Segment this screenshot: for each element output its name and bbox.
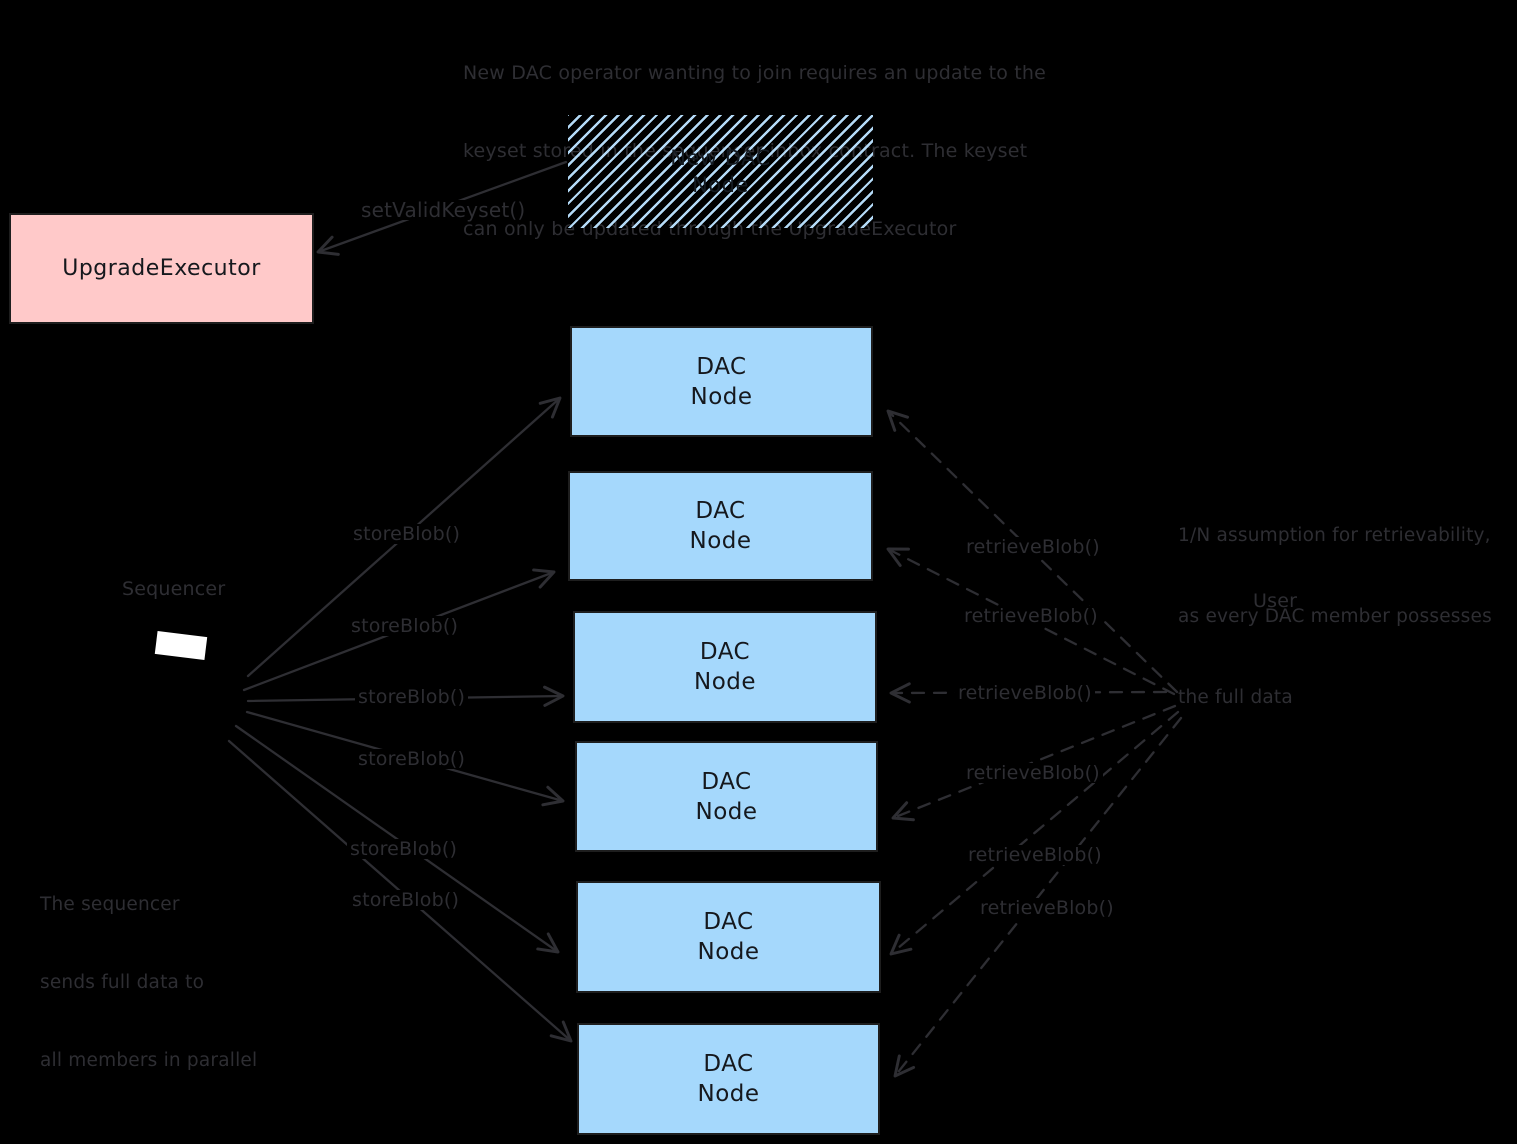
sequencer-label: Sequencer xyxy=(122,578,226,600)
dac-node-box-2: DAC Node xyxy=(568,471,873,581)
retrieve-blob-label-5: retrieveBlob() xyxy=(965,845,1105,865)
dac-node-box-4: DAC Node xyxy=(575,741,878,852)
dac-node-label-line1: DAC xyxy=(699,639,751,665)
dac-node-label-line2: Node xyxy=(697,1081,760,1107)
retrieve-blob-arrow-6 xyxy=(893,716,1183,1078)
store-blob-label-3: storeBlob() xyxy=(355,687,469,707)
retrieve-blob-label-4: retrieveBlob() xyxy=(963,763,1103,783)
dac-node-box-6: DAC Node xyxy=(577,1023,880,1135)
store-blob-label-5: storeBlob() xyxy=(347,839,461,859)
retrieve-blob-arrow-5 xyxy=(889,710,1180,956)
store-blob-label-1: storeBlob() xyxy=(350,524,464,544)
note-line: The sequencer xyxy=(40,894,180,915)
retrieve-blob-arrow-4 xyxy=(891,704,1177,822)
dac-node-label-line2: Node xyxy=(697,939,760,965)
note-line: sends full data to xyxy=(40,972,205,993)
new-dac-node-box: New DAC Node xyxy=(568,115,873,228)
dac-node-box-3: DAC Node xyxy=(573,611,877,723)
dac-node-label-line1: DAC xyxy=(701,768,752,795)
parallel-send-note: The sequencer sends full data to all mem… xyxy=(40,840,257,1126)
store-blob-label-2: storeBlob() xyxy=(348,616,462,636)
retrieve-blob-label-6: retrieveBlob() xyxy=(977,898,1117,918)
note-line: 1/N assumption for retrievability, xyxy=(1178,525,1491,546)
one-of-n-note: 1/N assumption for retrievability, as ev… xyxy=(1178,468,1492,765)
note-line: all members in parallel xyxy=(40,1050,258,1071)
note-line: as every DAC member possesses xyxy=(1178,606,1492,627)
dac-node-box-1: DAC Node xyxy=(570,326,873,437)
retrieve-blob-label-1: retrieveBlob() xyxy=(963,537,1103,557)
note-line: the full data xyxy=(1178,687,1293,708)
new-dac-node-label-line1: New DAC xyxy=(670,145,771,170)
dac-node-label-line2: Node xyxy=(693,669,757,695)
dac-node-label-line1: DAC xyxy=(703,909,754,935)
retrieve-blob-label-3: retrieveBlob() xyxy=(955,683,1095,703)
upgrade-executor-box: UpgradeExecutor xyxy=(9,213,314,324)
dac-node-label-line2: Node xyxy=(690,383,753,410)
dac-node-label-line1: DAC xyxy=(695,498,746,524)
note-line: New DAC operator wanting to join require… xyxy=(463,62,1047,84)
dac-node-label-line2: Node xyxy=(689,528,752,554)
dac-node-label-line1: DAC xyxy=(703,1051,754,1077)
dac-node-label-line2: Node xyxy=(695,798,758,825)
dac-node-label-line1: DAC xyxy=(696,353,747,380)
store-blob-label-4: storeBlob() xyxy=(355,749,469,769)
user-label: User xyxy=(1253,590,1298,612)
retrieve-blob-label-2: retrieveBlob() xyxy=(961,606,1101,626)
dac-node-box-5: DAC Node xyxy=(576,881,881,993)
store-blob-label-6: storeBlob() xyxy=(349,890,463,910)
set-valid-keyset-label: setValidKeyset() xyxy=(358,200,529,220)
new-dac-node-label-line2: Node xyxy=(692,172,749,197)
upgrade-executor-label: UpgradeExecutor xyxy=(62,255,261,281)
